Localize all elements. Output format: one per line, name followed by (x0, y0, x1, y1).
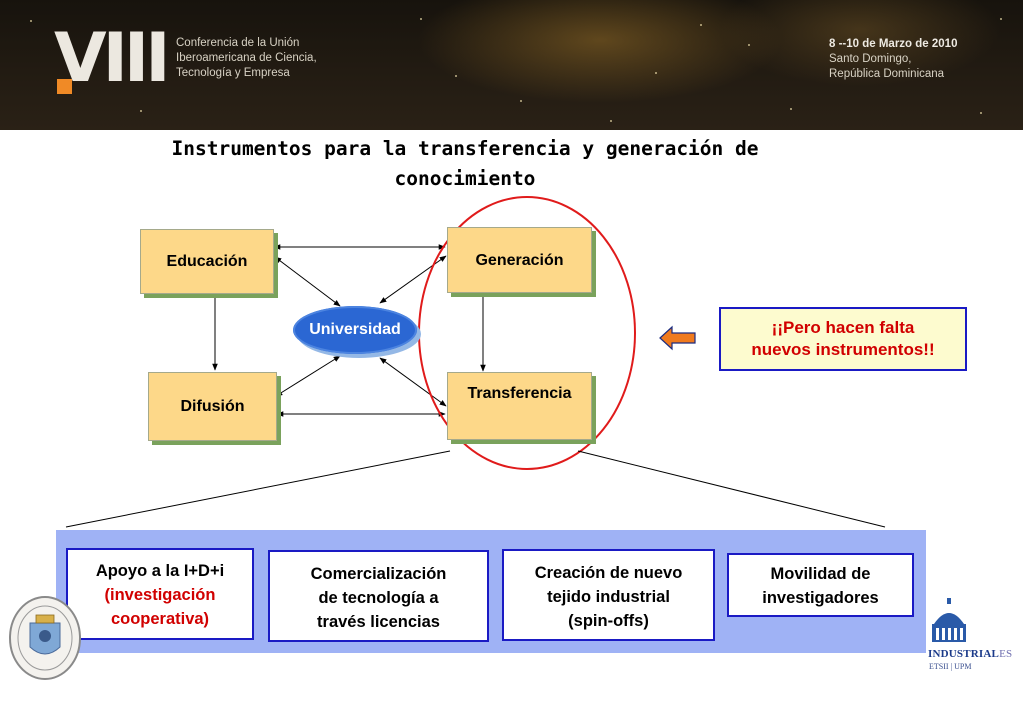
instrument-spin-offs: Creación de nuevo tejido industrial (spi… (502, 549, 715, 641)
zoom-line-right (577, 450, 886, 528)
instrument-line: Comercialización (310, 565, 447, 583)
arrow-difusion-universidad (275, 355, 341, 397)
node-label: Generación (475, 252, 564, 269)
conference-name-line: Tecnología y Empresa (176, 67, 290, 79)
node-universidad: Universidad (293, 306, 417, 354)
arrow-left-icon (659, 325, 696, 351)
arrow-universidad-transferencia (379, 357, 447, 407)
conference-logo: VIII (54, 19, 171, 98)
slide-title-line: conocimiento (394, 167, 536, 190)
instrument-line: de tecnología a (318, 589, 439, 607)
instrument-line-highlight: (investigación (104, 586, 216, 604)
instrument-line: través licencias (317, 613, 440, 631)
callout-line: ¡¡Pero hacen falta (771, 318, 915, 337)
slide-title: Instrumentos para la transferencia y gen… (120, 134, 810, 194)
instrument-line: Movilidad de (770, 565, 871, 583)
upm-seal-icon (9, 596, 81, 680)
node-educacion: Educación (140, 229, 274, 294)
logo-accent-square (57, 79, 72, 94)
zoom-line-left (65, 450, 451, 528)
conference-name-line: Conferencia de la Unión (176, 37, 300, 49)
instrument-comercializacion: Comercialización de tecnología a través … (268, 550, 489, 642)
instrument-line: tejido industrial (547, 588, 670, 606)
node-difusion: Difusión (148, 372, 277, 441)
etsii-logo-sub: ETSII | UPM (929, 662, 972, 671)
conference-date: 8 --10 de Marzo de 2010 (829, 38, 958, 50)
callout-line: nuevos instrumentos!! (751, 340, 935, 359)
arrow-universidad-generacion (379, 255, 447, 304)
conference-location-line: República Dominicana (829, 68, 945, 80)
node-label: Difusión (180, 397, 245, 415)
conference-name: Conferencia de la Unión Iberoamericana d… (176, 36, 396, 81)
conference-name-line: Iberoamericana de Ciencia, (176, 52, 317, 64)
etsii-logo-name: INDUSTRIALES (928, 648, 1012, 660)
conference-banner: VIII Conferencia de la Unión Iberoameric… (0, 0, 1023, 130)
dome-icon (932, 598, 966, 642)
node-label: Educación (166, 252, 248, 270)
arrow-educacion-universidad (274, 256, 341, 307)
instrument-line: Creación de nuevo (534, 564, 683, 582)
conference-date-location: 8 --10 de Marzo de 2010 Santo Domingo, R… (829, 37, 1009, 82)
instrument-line: investigadores (762, 589, 879, 607)
instrument-line-highlight: cooperativa) (110, 610, 210, 628)
instrument-movilidad: Movilidad de investigadores (727, 553, 914, 617)
etsii-name-suffix: ES (999, 648, 1013, 660)
instrument-apoyo-idi: Apoyo a la I+D+i (investigación cooperat… (66, 548, 254, 640)
etsii-name-main: INDUSTRIAL (928, 648, 1000, 660)
node-label: Universidad (309, 321, 401, 338)
node-label: Transferencia (467, 385, 572, 402)
node-transferencia: Transferencia (447, 372, 592, 440)
instrument-line: (spin-offs) (568, 612, 649, 630)
instrument-line: Apoyo a la I+D+i (95, 562, 225, 580)
node-generacion: Generación (447, 227, 592, 293)
conference-location-line: Santo Domingo, (829, 53, 912, 65)
callout-new-instruments: ¡¡Pero hacen falta nuevos instrumentos!! (719, 307, 967, 371)
slide-title-line: Instrumentos para la transferencia y gen… (171, 137, 759, 160)
